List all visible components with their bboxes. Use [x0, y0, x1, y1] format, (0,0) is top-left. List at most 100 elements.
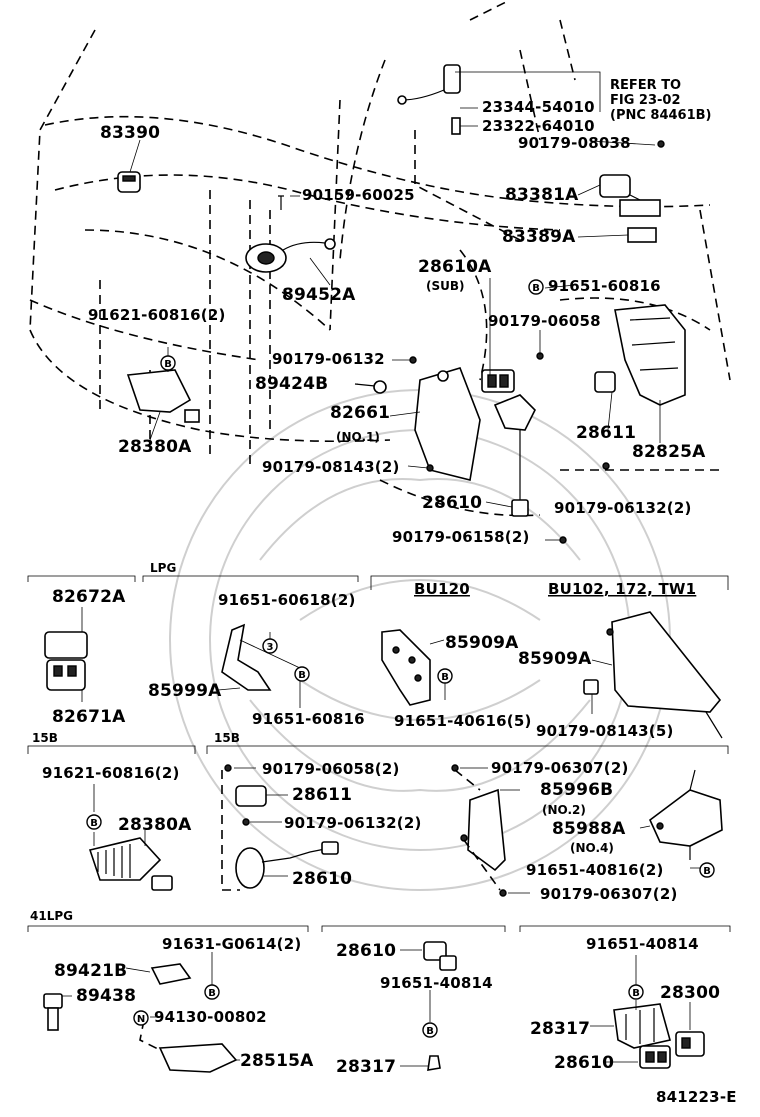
- part-number: 82825A: [632, 442, 706, 462]
- part-number: 94130-00802: [154, 1008, 267, 1026]
- panel-lpg-right: 91651-60618(2) 85999A 91651-60816: [148, 591, 365, 728]
- part-number: 85909A: [445, 633, 519, 653]
- part-number: 90179-06158(2): [392, 528, 530, 546]
- part-number: 90179-08143(5): [536, 722, 674, 740]
- diagram-id: 841223-E: [656, 1088, 737, 1106]
- labels-top: REFER TO FIG 23-02 (PNC 84461B) 83390 23…: [88, 78, 712, 546]
- svg-text:B: B: [90, 818, 98, 829]
- marker-n-41lpg: N: [133, 1010, 149, 1026]
- marker-b-15b-left: B: [86, 814, 102, 830]
- svg-text:B: B: [632, 988, 640, 999]
- part-number: 23344-54010: [482, 98, 595, 116]
- marker-b-lpg: B: [294, 666, 310, 682]
- part-number: 90179-06058(2): [262, 760, 400, 778]
- svg-text:B: B: [703, 866, 711, 877]
- part-number: 91621-60816(2): [88, 306, 226, 324]
- part-number: 82671A: [52, 707, 126, 727]
- section-label: BU120: [414, 580, 470, 598]
- part-number: 91621-60816(2): [42, 764, 180, 782]
- panel-lpg-left: 82672A 82671A: [44, 587, 126, 727]
- svg-text:B: B: [298, 670, 306, 681]
- refer-note-line1: REFER TO: [610, 78, 681, 93]
- part-number: 28610: [554, 1053, 614, 1073]
- part-number: 90179-06132(2): [284, 814, 422, 832]
- part-number: 90159-60025: [302, 186, 415, 204]
- part-note: (NO.4): [570, 841, 614, 855]
- part-number: 89424B: [255, 374, 328, 394]
- marker-b-41lpg: B: [204, 984, 220, 1000]
- marker-b-bu120: B: [437, 668, 453, 684]
- section-label: 15B: [214, 731, 240, 745]
- part-number: 28300: [660, 983, 720, 1003]
- panel-bottom-mid: 28610 91651-40814 28317: [336, 941, 493, 1077]
- part-number: 89421B: [54, 961, 127, 981]
- part-number: 91651-60618(2): [218, 591, 356, 609]
- marker-3: 3: [262, 638, 278, 654]
- refer-note-line3: (PNC 84461B): [610, 108, 712, 123]
- section-label: 41LPG: [30, 909, 73, 923]
- part-number: 82672A: [52, 587, 126, 607]
- part-number: 90179-06058: [488, 312, 601, 330]
- part-number: 90179-06132: [272, 350, 385, 368]
- part-number: 28317: [530, 1019, 590, 1039]
- panel-41lpg: 91631-G0614(2) 89421B 89438 94130-00802 …: [43, 935, 314, 1073]
- refer-note-line2: FIG 23-02: [610, 93, 681, 108]
- svg-text:N: N: [137, 1014, 145, 1025]
- panel-bottom-right: 91651-40814 28300 28317 28610: [530, 935, 720, 1073]
- part-number: 90179-08143(2): [262, 458, 400, 476]
- part-number: 82661: [330, 403, 390, 423]
- section-label: 15B: [32, 731, 58, 745]
- marker-b-bottom-mid: B: [422, 1022, 438, 1038]
- part-number: 28610: [292, 869, 352, 889]
- part-number: 28515A: [240, 1051, 314, 1071]
- part-number: 83381A: [505, 185, 579, 205]
- panel-bu102: 85909A 90179-08143(5): [518, 611, 723, 740]
- part-number: 28317: [336, 1057, 396, 1077]
- part-number: 89438: [76, 986, 136, 1006]
- part-number: 28611: [576, 423, 636, 443]
- part-number: 89452A: [282, 285, 356, 305]
- part-number: 28610: [336, 941, 396, 961]
- part-number: 91651-40816(2): [526, 861, 664, 879]
- svg-text:B: B: [208, 988, 216, 999]
- part-note: (NO.2): [542, 803, 586, 817]
- part-number: 91651-60816: [548, 277, 661, 295]
- part-number: 28611: [292, 785, 352, 805]
- part-number: 83389A: [502, 227, 576, 247]
- part-number: 90179-06307(2): [540, 885, 678, 903]
- part-number: 28380A: [118, 437, 192, 457]
- part-drawings-top: [117, 64, 686, 544]
- part-number: 90179-06132(2): [554, 499, 692, 517]
- section-label: BU102, 172, TW1: [548, 580, 696, 598]
- svg-text:B: B: [441, 672, 449, 683]
- part-number: 28380A: [118, 815, 192, 835]
- part-number: 90179-08038: [518, 134, 631, 152]
- svg-text:B: B: [164, 359, 172, 370]
- marker-b-top-1: B: [528, 279, 544, 295]
- part-number: 28610A: [418, 257, 492, 277]
- part-number: 91651-40616(5): [394, 712, 532, 730]
- part-number: 85999A: [148, 681, 222, 701]
- part-number: 85909A: [518, 649, 592, 669]
- svg-text:B: B: [426, 1026, 434, 1037]
- panel-borders-row2: [27, 575, 731, 932]
- svg-text:3: 3: [267, 642, 274, 653]
- marker-b-bottom-right: B: [628, 984, 644, 1000]
- panel-15b-mid: 90179-06058(2) 28611 90179-06132(2) 2861…: [221, 760, 422, 891]
- panel-bu120: 85909A 91651-40616(5): [381, 629, 532, 730]
- marker-b-top-2: B: [160, 355, 176, 371]
- part-number: 91651-60816: [252, 710, 365, 728]
- part-number: 90179-06307(2): [491, 759, 629, 777]
- section-labels: LPG BU120 BU102, 172, TW1 15B 15B 41LPG: [30, 561, 696, 923]
- part-number: 91631-G0614(2): [162, 935, 301, 953]
- section-label: LPG: [150, 561, 176, 575]
- part-number: 23322-64010: [482, 117, 595, 135]
- panel-15b-left: 91621-60816(2) 28380A: [42, 764, 192, 891]
- part-number: 85988A: [552, 819, 626, 839]
- part-number: 28610: [422, 493, 482, 513]
- part-note: (NO.1): [336, 430, 380, 444]
- marker-b-15b-right: B: [699, 862, 715, 878]
- panel-15b-right: 90179-06307(2) 85996B (NO.2) 85988A (NO.…: [451, 759, 723, 903]
